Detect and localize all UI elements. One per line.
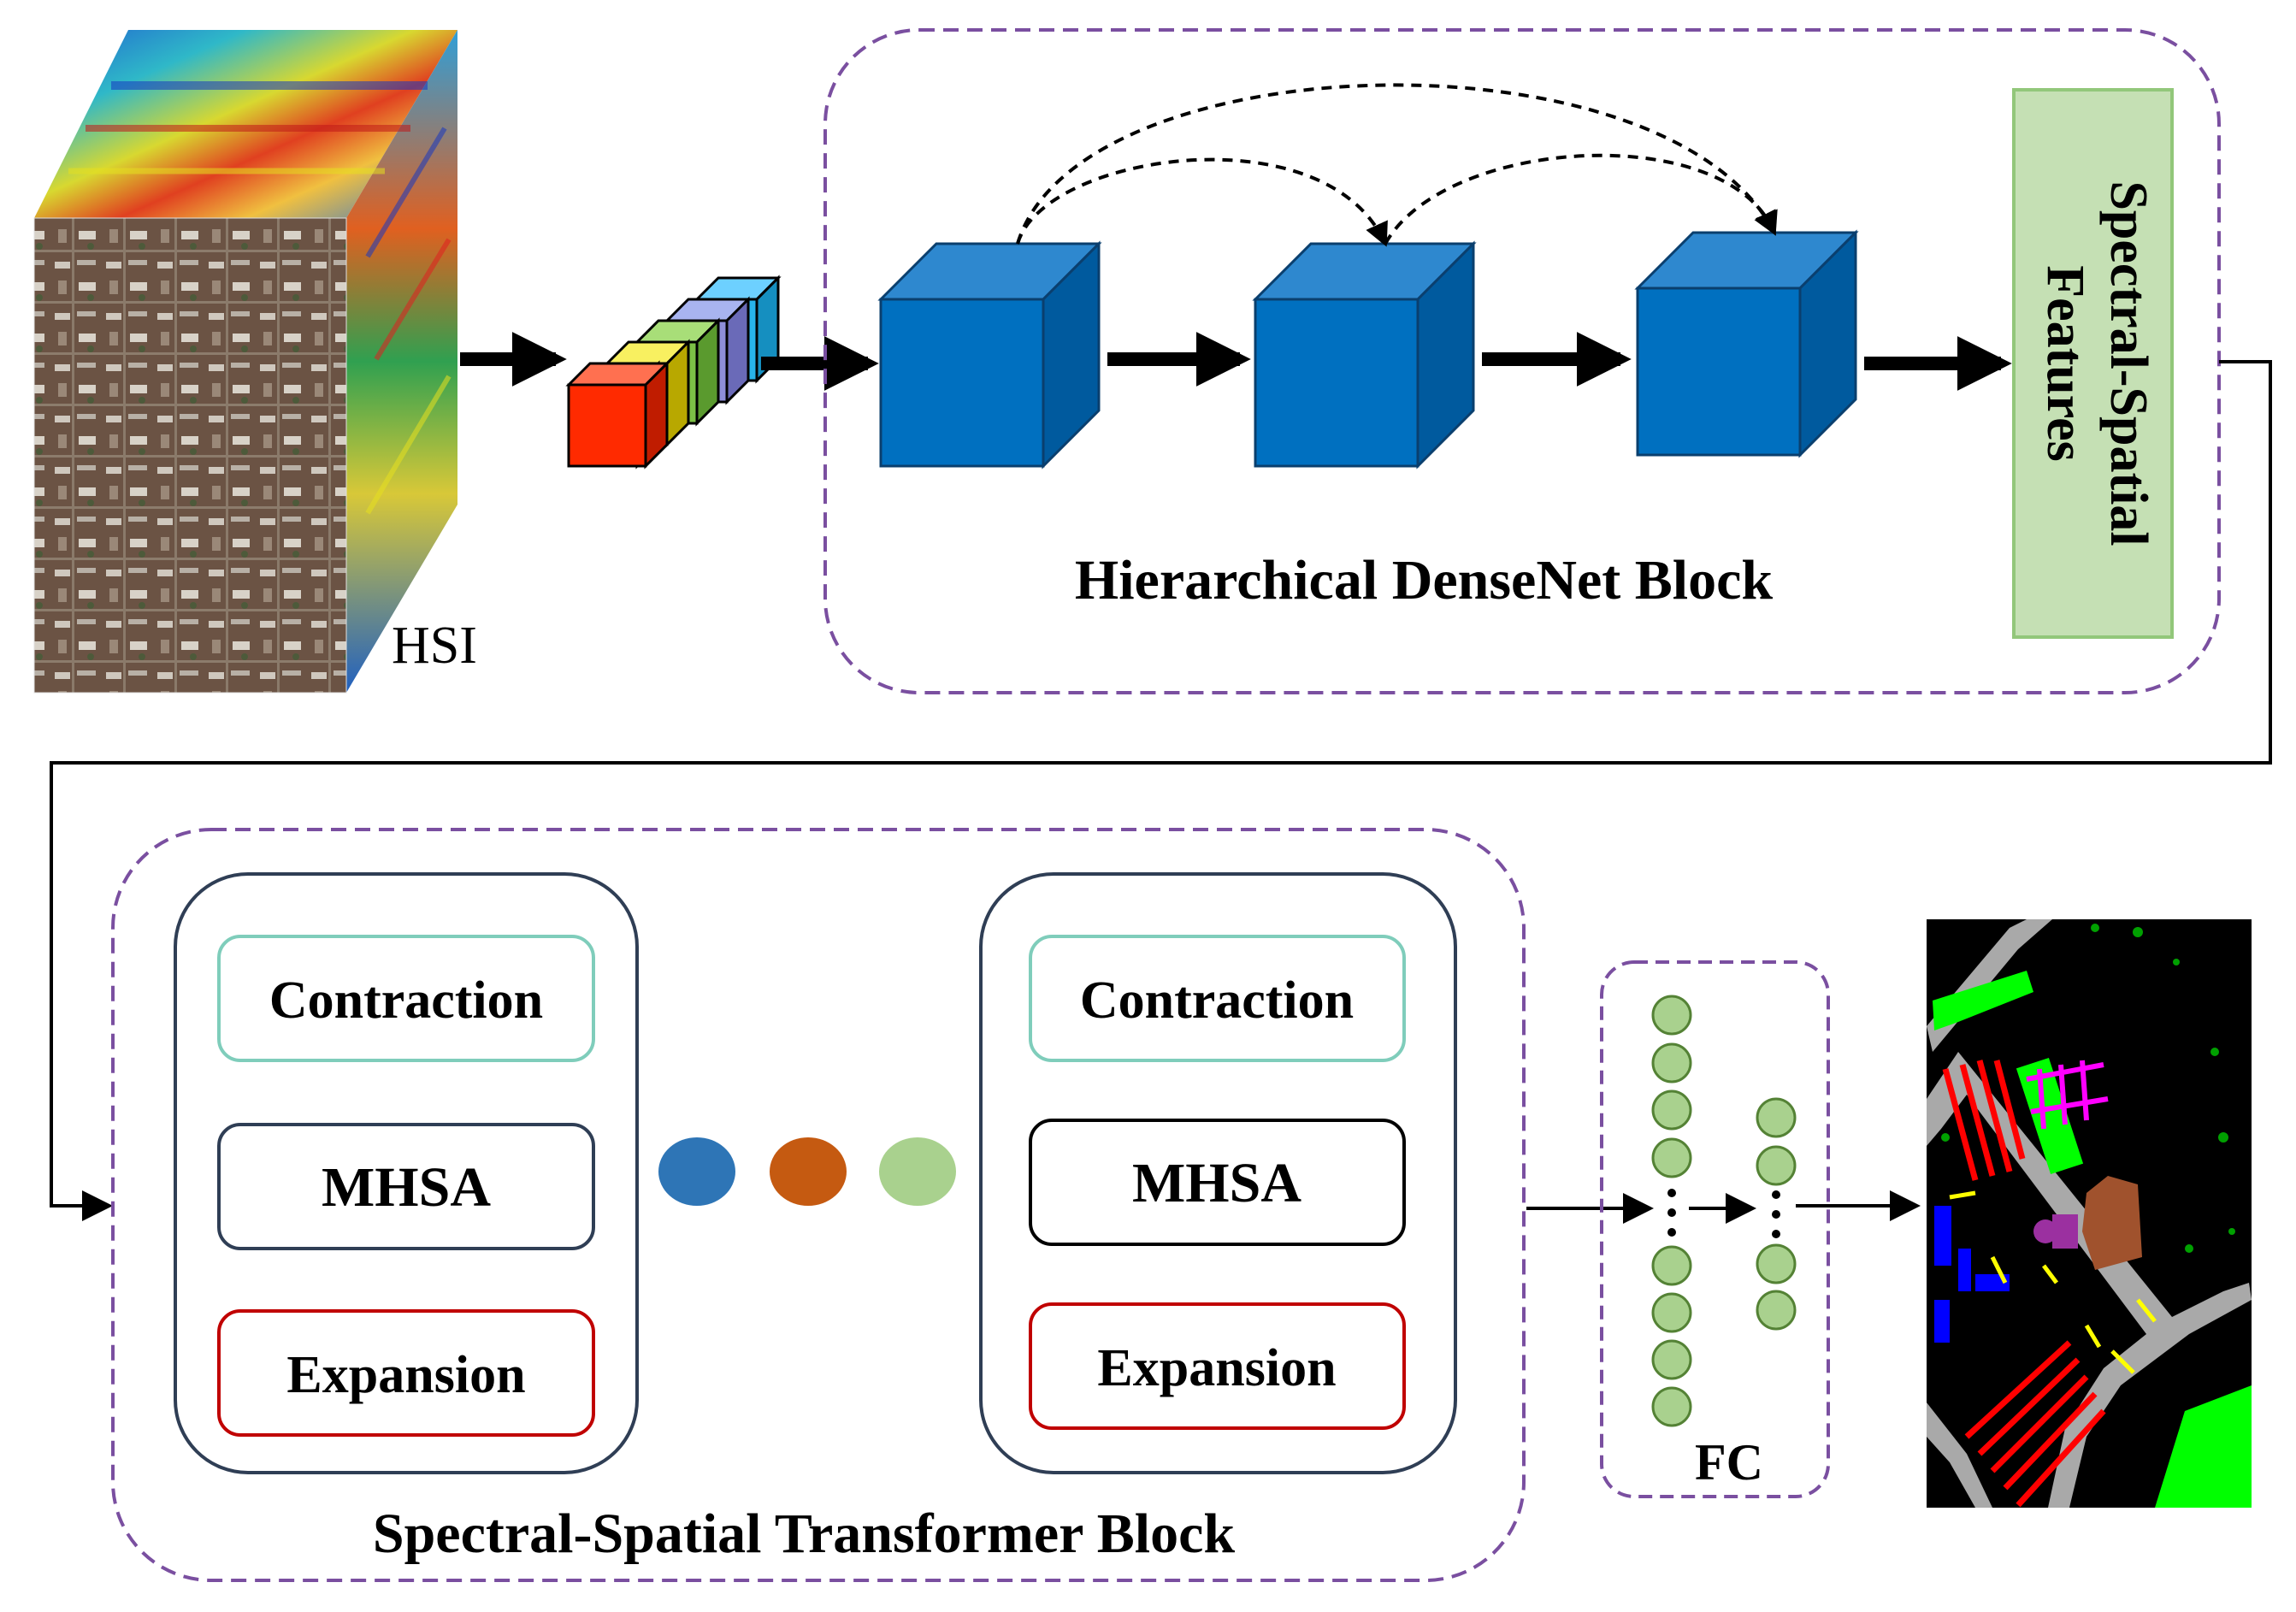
hsi-front-face <box>34 218 346 693</box>
neuron <box>1756 1097 1797 1138</box>
neuron <box>1756 1243 1797 1284</box>
expansion-box-right <box>1029 1302 1406 1430</box>
transformer-unit-left: Contraction MHSA Expansion <box>174 872 639 1474</box>
neuron <box>1651 1089 1692 1131</box>
mhsa-box-right <box>1029 1119 1406 1246</box>
contraction-label-right: Contraction <box>1080 971 1354 1030</box>
neuron <box>1651 1245 1692 1286</box>
contraction-box-right <box>1029 935 1406 1062</box>
hsi-spectral-stripes <box>68 81 452 515</box>
fc-block <box>1600 960 1830 1498</box>
transformer-block-title: Spectral-Spatial Transformer Block <box>373 1503 1236 1565</box>
mhsa-box-left <box>217 1123 595 1250</box>
dense-cube-1 <box>877 240 1102 469</box>
expansion-label-left: Expansion <box>286 1346 525 1404</box>
connector-features-to-transformer <box>50 360 2272 1221</box>
neuron <box>1756 1145 1797 1186</box>
ellipsis-dots <box>658 1137 956 1206</box>
expansion-box-left <box>217 1309 595 1437</box>
neuron <box>1756 1290 1797 1331</box>
contraction-box-left <box>217 935 595 1062</box>
spectral-band-stack <box>565 275 782 469</box>
fc-layer-1-ellipsis <box>1667 1189 1676 1237</box>
dot-orange <box>770 1137 847 1206</box>
neuron <box>1651 995 1692 1036</box>
dot-green <box>879 1137 956 1206</box>
neuron <box>1651 1137 1692 1178</box>
classification-map <box>1927 919 2252 1508</box>
fc-label: FC <box>1695 1434 1763 1491</box>
spectral-spatial-transformer-block <box>111 828 1526 1582</box>
fc-layer-2 <box>1756 1097 1797 1331</box>
dense-cube-2 <box>1252 240 1477 469</box>
dot-blue <box>658 1137 735 1206</box>
neuron <box>1651 1386 1692 1427</box>
neuron <box>1651 1042 1692 1084</box>
expansion-label-right: Expansion <box>1097 1339 1336 1397</box>
mhsa-label-right: MHSA <box>1132 1152 1301 1214</box>
spectral-spatial-features-box: Spectral-Spatial Features <box>2012 88 2174 639</box>
dense-cube-3 <box>1634 229 1859 458</box>
mhsa-label-left: MHSA <box>322 1156 491 1219</box>
fc-layer-2-ellipsis <box>1772 1190 1780 1238</box>
contraction-label-left: Contraction <box>269 971 543 1030</box>
hsi-cube: HSI <box>33 30 477 694</box>
neuron <box>1651 1339 1692 1380</box>
features-label-line2: Features <box>2036 265 2094 462</box>
transformer-unit-right: Contraction MHSA Expansion <box>979 872 1457 1474</box>
neuron <box>1651 1292 1692 1333</box>
fc-layer-1 <box>1651 995 1692 1427</box>
hierarchical-block-title: Hierarchical DenseNet Block <box>1075 549 1774 611</box>
features-label-line1: Spectral-Spatial <box>2099 180 2157 546</box>
hsi-side-face <box>346 30 457 693</box>
hsi-label: HSI <box>392 617 477 675</box>
dense-skip-connections <box>1016 83 1778 247</box>
